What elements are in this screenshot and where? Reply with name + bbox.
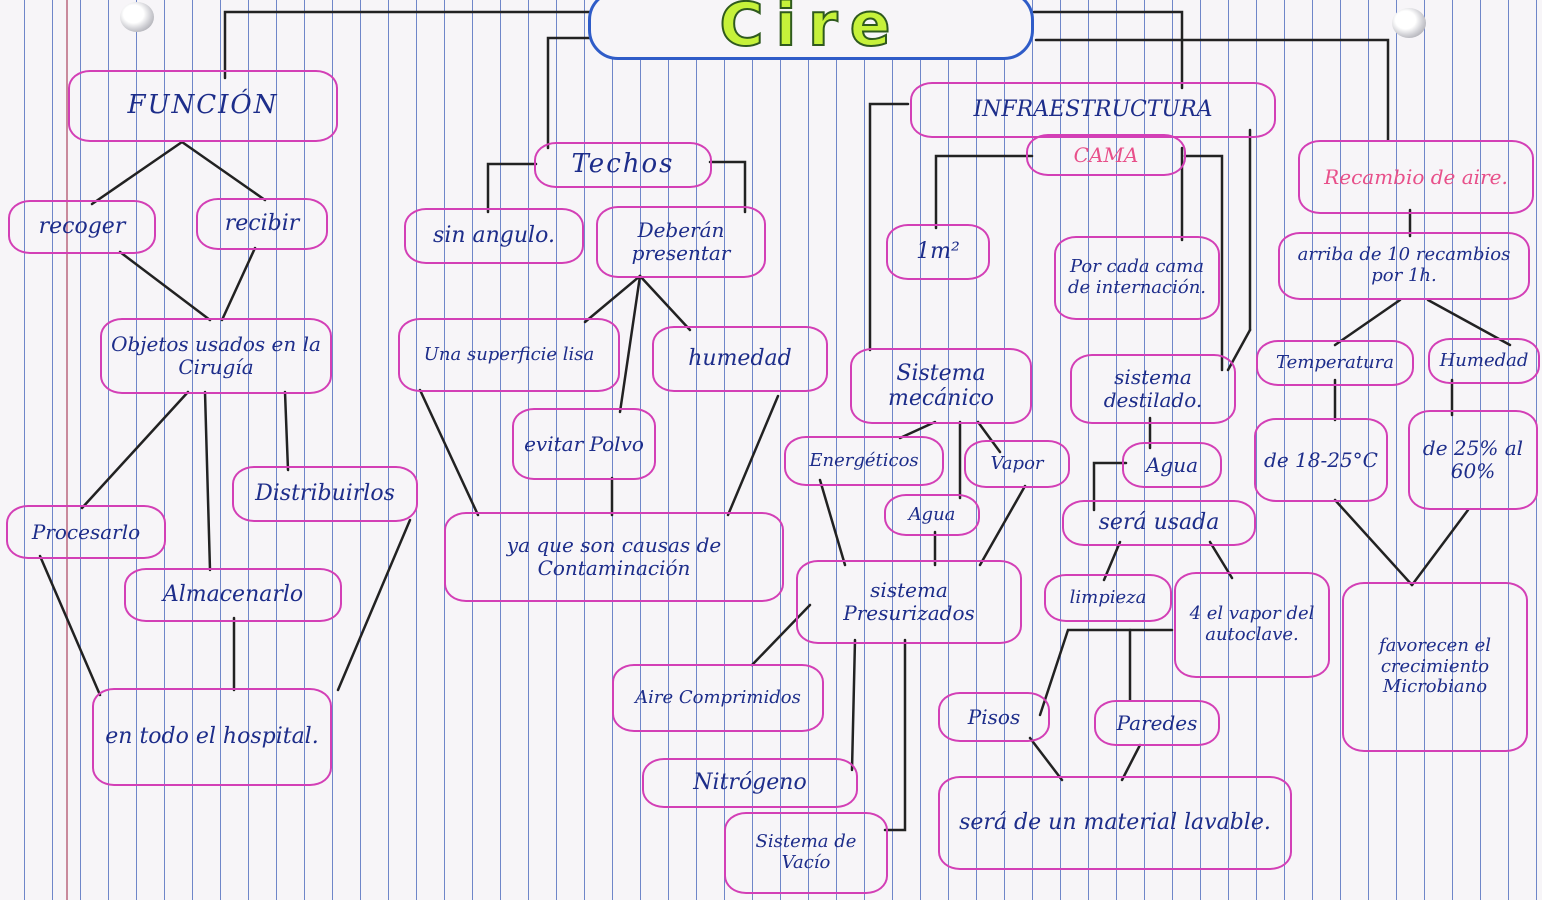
binder-hole (120, 2, 154, 32)
node-sin-angulo: sin angulo. (404, 208, 584, 264)
node-energeticos: Energéticos (784, 436, 944, 486)
main-title: Cire (588, 0, 1034, 61)
node-m2: 1m² (886, 224, 990, 280)
node-autoclave: 4 el vapor del autoclave. (1174, 572, 1330, 678)
node-superficie: Una superficie lisa (398, 318, 620, 392)
node-almacenarlo: Almacenarlo (124, 568, 342, 622)
node-evitar-polvo: evitar Polvo (512, 408, 656, 480)
node-paredes: Paredes (1094, 700, 1220, 746)
node-destilada: sistema destilado. (1070, 354, 1236, 424)
node-aire-comprimido: Aire Comprimidos (612, 664, 824, 732)
title-text: Cire (719, 0, 903, 61)
node-recibir: recibir (196, 198, 328, 250)
node-nitrogeno: Nitrógeno (642, 758, 858, 808)
node-presurizados: sistema Presurizados (796, 560, 1022, 644)
node-recambio: Recambio de aire. (1298, 140, 1534, 214)
node-rango-temp: de 18-25°C (1254, 418, 1388, 502)
node-techos: Techos (534, 142, 712, 188)
node-limpieza: limpieza (1044, 574, 1172, 622)
node-procesarlo: Procesarlo (6, 505, 166, 559)
node-arriba-10: arriba de 10 recambios por 1h. (1278, 232, 1530, 300)
node-rango-hum: de 25% al 60% (1408, 410, 1538, 510)
node-sistema-mecanico: Sistema mecánico (850, 348, 1032, 424)
binder-hole (1392, 8, 1426, 38)
node-temperatura: Temperatura (1256, 340, 1414, 386)
node-humedad-techos: humedad (652, 326, 828, 392)
node-distribuirlos: Distribuirlos (232, 466, 418, 522)
node-favorecen: favorecen el crecimiento Microbiano (1342, 582, 1528, 752)
node-hospital: en todo el hospital. (92, 688, 332, 786)
node-cama: CAMA (1026, 134, 1186, 176)
node-deberan: Deberán presentar (596, 206, 766, 278)
node-lavable: será de un material lavable. (938, 776, 1292, 870)
node-agua-mecanico: Agua (884, 494, 980, 536)
node-vacio: Sistema de Vacío (724, 812, 888, 894)
node-infraestructura: INFRAESTRUCTURA (910, 82, 1276, 138)
node-humedad: Humedad (1428, 338, 1540, 384)
node-agua-destilada: Agua (1122, 442, 1222, 488)
node-recoger: recoger (8, 200, 156, 254)
node-funcion: FUNCIÓN (68, 70, 338, 142)
node-por-cada-cama: Por cada cama de internación. (1054, 236, 1220, 320)
node-objetos: Objetos usados en la Cirugía (100, 318, 332, 394)
node-contaminacion: ya que son causas de Contaminación (444, 512, 784, 602)
node-pisos: Pisos (938, 692, 1050, 742)
node-vapor: Vapor (964, 440, 1070, 488)
node-sera-usada: será usada (1062, 500, 1256, 546)
